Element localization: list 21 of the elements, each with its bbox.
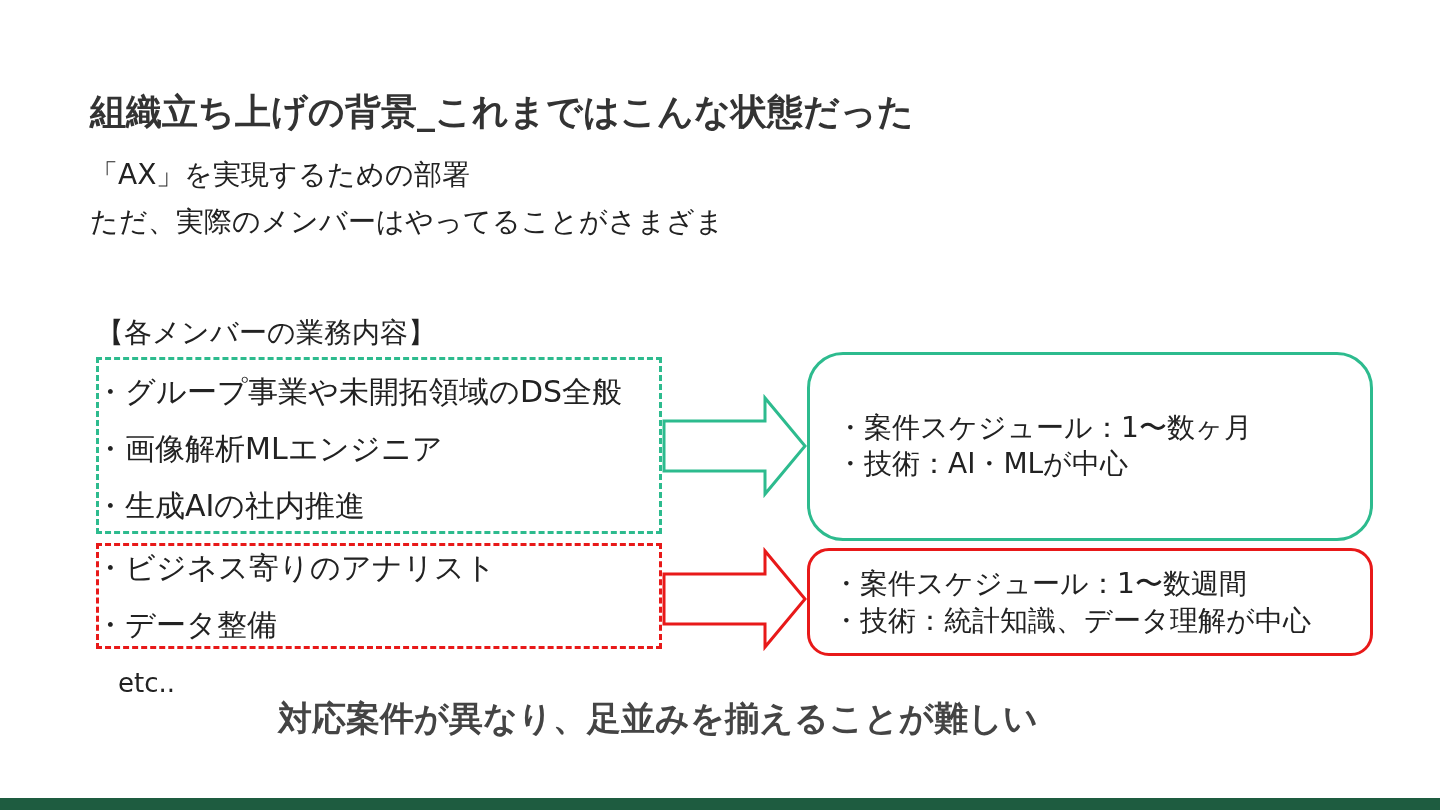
slide-title: 組織立ち上げの背景_これまではこんな状態だった (90, 90, 914, 134)
section-heading: 【各メンバーの業務内容】 (96, 316, 436, 350)
list-item-text: ・案件スケジュール：1〜数ヶ月 (836, 411, 1252, 445)
member-group-box (96, 543, 662, 649)
list-item-text: ・画像解析MLエンジニア (95, 431, 443, 467)
list-item-text: ・案件スケジュール：1〜数週間 (832, 567, 1247, 601)
member-group-box (96, 357, 662, 534)
list-item-text: ・データ整備 (95, 607, 277, 643)
subtitle-text: 「AX」を実現するための部署 (90, 158, 471, 192)
list-item-text: ・グループ事業や未開拓領域のDS全般 (95, 374, 623, 410)
block-arrow (662, 546, 807, 652)
list-item-text: ・技術：AI・MLが中心 (836, 447, 1129, 481)
summary-box (807, 352, 1373, 541)
subtitle-text: ただ、実際のメンバーはやってることがさまざま (90, 205, 724, 239)
note-text: etc.. (118, 668, 175, 700)
list-item-text: ・生成AIの社内推進 (95, 488, 366, 524)
list-item-text: ・技術：統計知識、データ理解が中心 (832, 604, 1311, 638)
summary-box (807, 548, 1373, 656)
block-arrow (662, 393, 807, 499)
list-item-text: ・ビジネス寄りのアナリスト (95, 550, 496, 586)
conclusion-text: 対応案件が異なり、足並みを揃えることが難しい (278, 698, 1038, 739)
